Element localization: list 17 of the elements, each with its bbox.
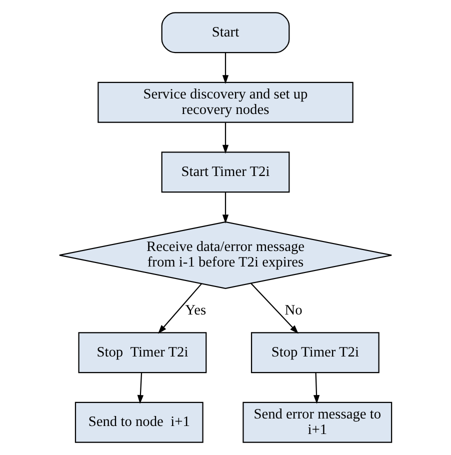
node-box: Start <box>161 12 290 54</box>
arrow <box>250 282 298 334</box>
edge-label: Yes <box>185 302 206 318</box>
node-box: Start Timer T2i <box>161 152 290 193</box>
arrow <box>222 122 229 154</box>
arrow <box>158 283 202 334</box>
arrow <box>137 372 144 404</box>
edge-label: No <box>284 302 302 318</box>
node-box: Stop Timer T2i <box>250 332 380 374</box>
arrow <box>222 52 229 84</box>
node-box: Service discovery and set up recovery nodes <box>98 82 354 123</box>
arrow <box>313 372 320 404</box>
node-diamond: Receive data/error message from i-1 before T2i expires <box>58 221 392 289</box>
node-box: Stop Timer T2i <box>78 332 207 374</box>
node-box: Send to node i+1 <box>74 402 204 443</box>
arrow <box>222 192 229 224</box>
node-box: Send error message to i+1 <box>242 402 392 443</box>
